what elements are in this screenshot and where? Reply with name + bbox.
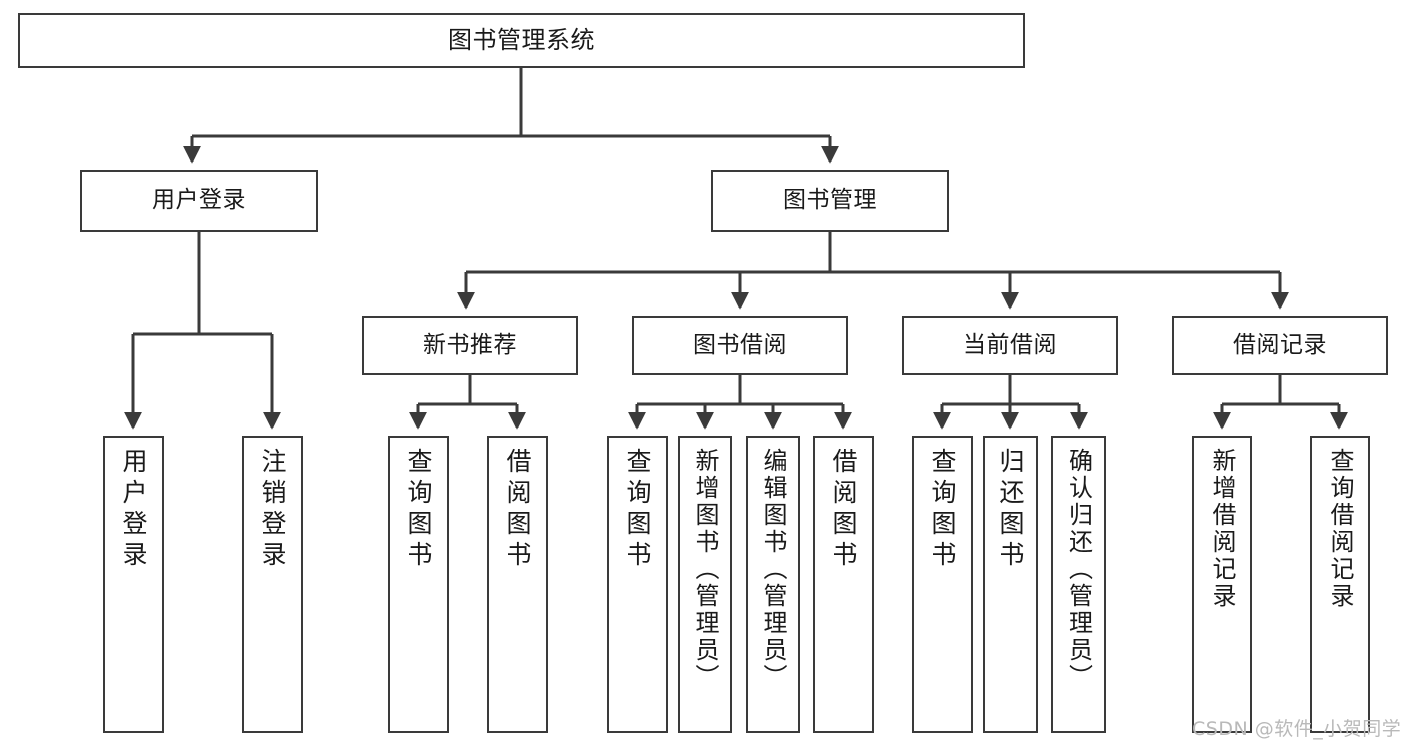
leaf-borrow-borrow-book[interactable]: 借阅图书	[813, 436, 874, 733]
node-root-system[interactable]: 图书管理系统	[18, 13, 1025, 68]
node-label: 确认归还（管理员）	[1064, 448, 1093, 691]
leaf-user-logout[interactable]: 注销登录	[242, 436, 303, 733]
node-label: 新增借阅记录	[1208, 448, 1236, 610]
node-book-borrow[interactable]: 图书借阅	[632, 316, 848, 375]
leaf-borrow-add-book-admin[interactable]: 新增图书（管理员）	[678, 436, 732, 733]
leaf-record-query-borrow-record[interactable]: 查询借阅记录	[1310, 436, 1370, 733]
node-label: 借阅图书	[829, 448, 858, 572]
node-label: 当前借阅	[963, 331, 1057, 358]
node-user-login[interactable]: 用户登录	[80, 170, 318, 232]
node-label: 用户登录	[152, 187, 246, 214]
leaf-current-confirm-return-admin[interactable]: 确认归还（管理员）	[1051, 436, 1106, 733]
leaf-borrow-edit-book-admin[interactable]: 编辑图书（管理员）	[746, 436, 800, 733]
node-label: 借阅图书	[503, 448, 532, 572]
leaf-borrow-query-book[interactable]: 查询图书	[607, 436, 668, 733]
node-label: 查询图书	[623, 448, 652, 572]
node-label: 归还图书	[996, 448, 1025, 572]
leaf-current-query-book[interactable]: 查询图书	[912, 436, 973, 733]
node-label: 注销登录	[258, 448, 287, 572]
node-borrow-record[interactable]: 借阅记录	[1172, 316, 1388, 375]
leaf-user-login[interactable]: 用户登录	[103, 436, 164, 733]
node-label: 新书推荐	[423, 331, 517, 358]
leaf-recommend-borrow-book[interactable]: 借阅图书	[487, 436, 548, 733]
node-label: 用户登录	[119, 448, 148, 572]
node-label: 借阅记录	[1233, 331, 1327, 358]
node-label: 图书借阅	[693, 331, 787, 358]
leaf-recommend-query-book[interactable]: 查询图书	[388, 436, 449, 733]
node-label: 查询图书	[404, 448, 433, 572]
node-label: 新增图书（管理员）	[691, 448, 719, 691]
leaf-record-add-borrow-record[interactable]: 新增借阅记录	[1192, 436, 1252, 733]
node-book-management[interactable]: 图书管理	[711, 170, 949, 232]
leaf-current-return-book[interactable]: 归还图书	[983, 436, 1038, 733]
node-current-borrow[interactable]: 当前借阅	[902, 316, 1118, 375]
node-label: 查询图书	[928, 448, 957, 572]
node-label: 图书管理	[783, 187, 877, 214]
node-label: 编辑图书（管理员）	[759, 448, 787, 691]
node-new-book-recommend[interactable]: 新书推荐	[362, 316, 578, 375]
node-label: 查询借阅记录	[1326, 448, 1354, 610]
node-label: 图书管理系统	[448, 26, 595, 55]
